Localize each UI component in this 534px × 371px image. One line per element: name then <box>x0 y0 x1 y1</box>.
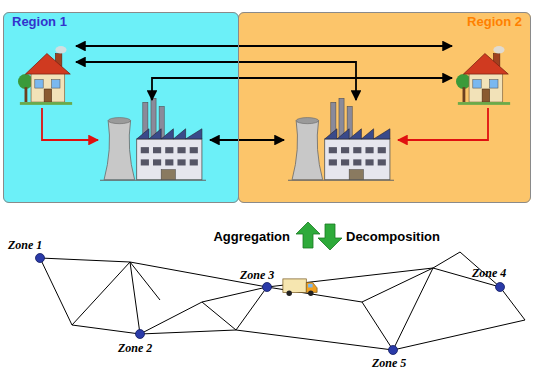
process-label: Decomposition <box>346 229 440 244</box>
region-box: Region 1 <box>3 12 239 203</box>
factory-icon <box>288 98 394 180</box>
zone-label: Zone 5 <box>372 356 406 371</box>
zone-dots <box>36 254 505 355</box>
zone-label: Zone 3 <box>240 268 274 283</box>
process-label: Aggregation <box>213 229 290 244</box>
zone-label: Zone 1 <box>8 238 42 253</box>
region-label: Region 2 <box>239 13 530 30</box>
truck-icon <box>283 279 317 296</box>
house-icon <box>18 46 72 105</box>
flow-arrows <box>76 46 452 140</box>
house-icon <box>456 46 510 105</box>
aggregation-arrow <box>296 222 320 248</box>
zone-label: Zone 2 <box>118 341 152 356</box>
factory-icon <box>100 98 206 180</box>
region-fill <box>3 12 239 203</box>
region-box: Region 2 <box>238 12 531 203</box>
decomposition-arrow <box>318 224 342 250</box>
local-supply-arrows <box>42 108 488 140</box>
zone-label: Zone 4 <box>472 266 506 281</box>
region-fill <box>238 12 531 203</box>
region-label: Region 1 <box>4 13 238 30</box>
road-network <box>40 252 525 350</box>
